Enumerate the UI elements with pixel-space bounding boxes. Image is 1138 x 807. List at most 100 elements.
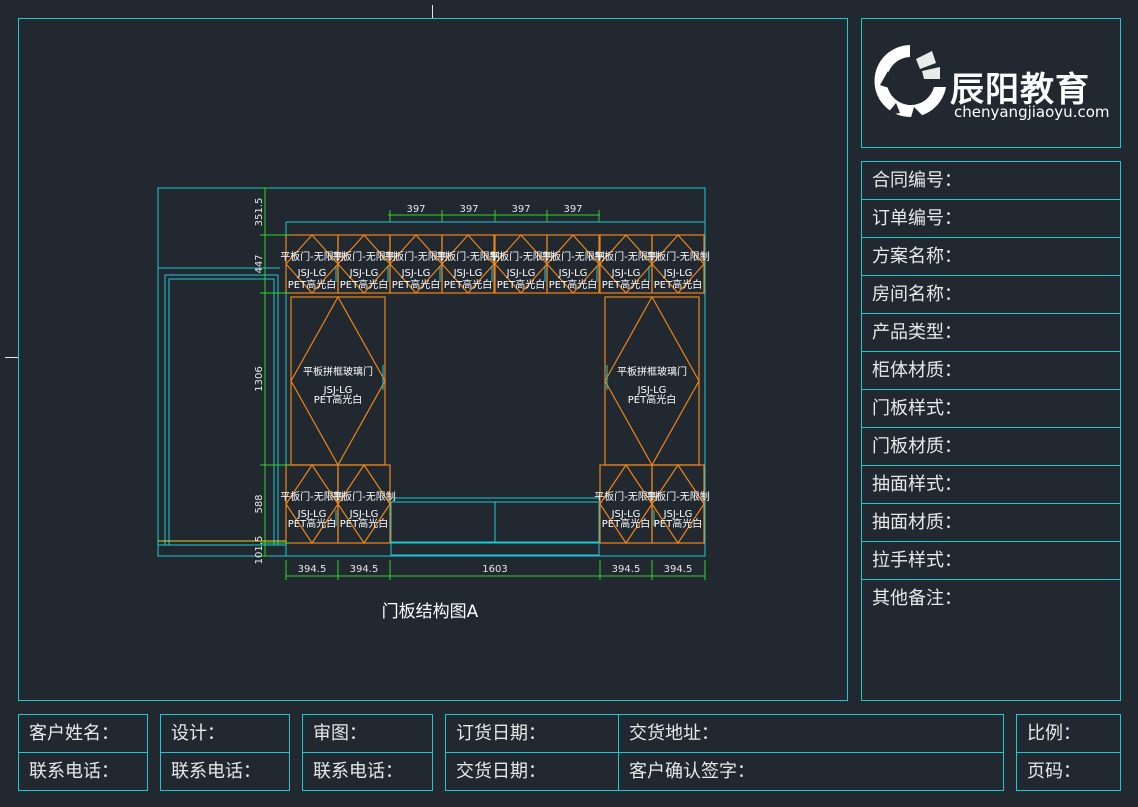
top-dim-3: 397 (511, 204, 530, 215)
glass-door-left (290, 296, 386, 466)
info-row: 合同编号： (861, 162, 1121, 200)
glass-door-left-type-label: 平板拼框玻璃门 (303, 365, 373, 378)
info-row: 房间名称： (861, 276, 1121, 314)
top-door-finish-label: PET高光白 (602, 278, 650, 291)
bottom-dim-4: 394.5 (612, 564, 641, 575)
top-door-type-label: 平板门-无限制 (489, 250, 553, 263)
drawing-title: 门板结构图A (382, 602, 479, 622)
top-door-6-swing (546, 234, 600, 294)
info-row: 其他备注： (872, 588, 962, 609)
top-door-finish-label: PET高光白 (288, 278, 336, 291)
top-door-type-label: 平板门-无限制 (541, 250, 605, 263)
drawing-frame (18, 18, 848, 701)
top-door-finish-label: PET高光白 (497, 278, 545, 291)
left-dim-4: 588 (254, 494, 265, 513)
bottom-door-1-swing (285, 463, 339, 545)
glass-door-right-type-label: 平板拼框玻璃门 (617, 365, 687, 378)
design-label: 设计： (171, 723, 225, 744)
wall-outline (157, 187, 706, 557)
info-row: 拉手样式： (861, 542, 1121, 580)
top-dim-4: 397 (563, 204, 582, 215)
top-door-code-label: JSJ-LG (401, 268, 431, 279)
info-row: 产品类型： (861, 314, 1121, 352)
top-door-code-label: JSJ-LG (506, 268, 536, 279)
customer-name-label: 客户姓名： (29, 723, 119, 744)
glass-door-right (604, 296, 700, 466)
top-door-code-label: JSJ-LG (297, 268, 327, 279)
top-door-type-label: 平板门-无限制 (436, 250, 500, 263)
delivery-date-label: 交货日期： (456, 761, 546, 782)
top-dim-1: 397 (406, 204, 425, 215)
info-row: 门板材质： (861, 428, 1121, 466)
delivery-address-label: 交货地址： (629, 723, 719, 744)
customer-phone-label: 联系电话： (29, 761, 119, 782)
left-dim-3: 1306 (254, 366, 265, 391)
left-dim-5: 101.5 (254, 536, 265, 565)
info-row: 方案名称： (861, 238, 1121, 276)
info-table (861, 161, 1121, 701)
top-door-type-label: 平板门-无限制 (384, 250, 448, 263)
left-center-tick (5, 357, 19, 358)
bottom-door-finish-label: PET高光白 (602, 517, 650, 530)
bottom-door-type-label: 平板门-无限制 (280, 490, 344, 503)
top-door-type-label: 平板门-无限制 (332, 250, 396, 263)
bottom-door-code-label: JSJ-LG (611, 509, 641, 520)
bottom-door-1 (285, 464, 339, 544)
info-row: 门板样式： (861, 390, 1121, 428)
bottom-door-finish-label: PET高光白 (340, 517, 388, 530)
top-door-finish-label: PET高光白 (340, 278, 388, 291)
top-door-type-label: 平板门-无限制 (646, 250, 710, 263)
info-row: 订单编号： (861, 200, 1121, 238)
bottom-door-type-label: 平板门-无限制 (646, 490, 710, 503)
left-dim-1: 351.5 (254, 198, 265, 227)
bottom-door-3 (599, 464, 653, 544)
top-door-4-swing (441, 234, 495, 294)
glass-door-right-finish-label: PET高光白 (628, 393, 676, 406)
page-number-label: 页码： (1027, 761, 1081, 782)
order-date-label: 订货日期： (456, 723, 546, 744)
top-center-tick (432, 5, 433, 19)
glass-door-left-swing (290, 295, 386, 467)
review-label: 审图： (313, 723, 367, 744)
bottom-door-code-label: JSJ-LG (349, 509, 379, 520)
review-phone-label: 联系电话： (313, 761, 403, 782)
glass-door-left-code-label: JSJ-LG (323, 385, 353, 396)
top-dim-2: 397 (459, 204, 478, 215)
top-door-finish-label: PET高光白 (654, 278, 702, 291)
glass-door-left-finish-label: PET高光白 (314, 393, 362, 406)
chenyang-logo-icon (874, 45, 946, 121)
glass-door-right-swing (604, 295, 700, 467)
bottom-door-type-label: 平板门-无限制 (594, 490, 658, 503)
brand-url: chenyangjiaoyu.com (954, 103, 1110, 121)
bottom-door-2 (337, 464, 391, 544)
top-door-code-label: JSJ-LG (558, 268, 588, 279)
bottom-door-finish-label: PET高光白 (654, 517, 702, 530)
customer-sign-label: 客户确认签字： (629, 761, 755, 782)
design-phone-label: 联系电话： (171, 761, 261, 782)
top-door-code-label: JSJ-LG (663, 268, 693, 279)
bottom-door-type-label: 平板门-无限制 (332, 490, 396, 503)
bottom-door-2-swing (337, 463, 391, 545)
bottom-door-4-swing (651, 463, 705, 545)
bottom-dim-5: 394.5 (664, 564, 693, 575)
top-door-finish-label: PET高光白 (392, 278, 440, 291)
left-dim-2: 447 (254, 254, 265, 273)
top-door-finish-label: PET高光白 (549, 278, 597, 291)
glass-door-right-code-label: JSJ-LG (637, 385, 667, 396)
bottom-door-finish-label: PET高光白 (288, 517, 336, 530)
bottom-door-code-label: JSJ-LG (297, 509, 327, 520)
top-door-code-label: JSJ-LG (611, 268, 641, 279)
bottom-door-3-swing (599, 463, 653, 545)
top-door-type-label: 平板门-无限制 (594, 250, 658, 263)
info-row: 抽面材质： (861, 504, 1121, 542)
top-door-type-label: 平板门-无限制 (280, 250, 344, 263)
scale-label: 比例： (1027, 723, 1081, 744)
info-row: 柜体材质： (861, 352, 1121, 390)
top-door-code-label: JSJ-LG (453, 268, 483, 279)
bottom-dim-3: 1603 (482, 564, 507, 575)
logo-frame: 辰阳教育 chenyangjiaoyu.com (861, 18, 1121, 148)
top-door-code-label: JSJ-LG (349, 268, 379, 279)
info-row: 抽面样式： (861, 466, 1121, 504)
bottom-dim-1: 394.5 (298, 564, 327, 575)
